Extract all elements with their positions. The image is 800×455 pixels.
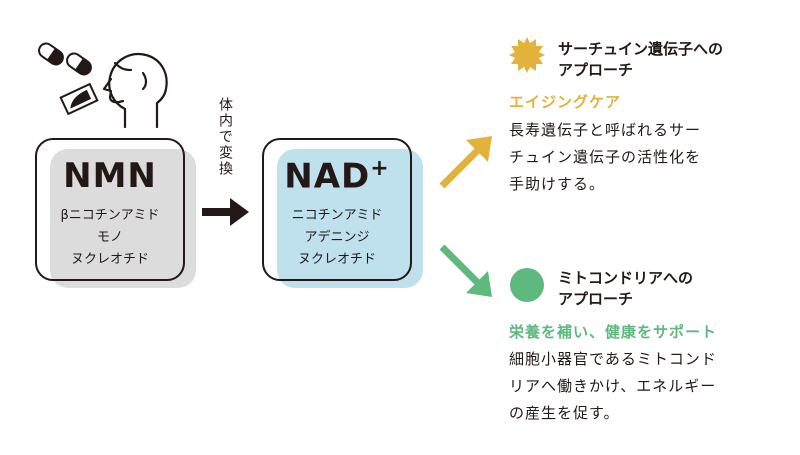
sirtuin-accent: エイジングケア <box>509 93 622 111</box>
sirtuin-heading-line-2: アプローチ <box>558 61 634 79</box>
nmn-line-1: βニコチンアミド <box>60 208 160 223</box>
gold-badge-icon <box>509 37 545 73</box>
sirtuin-desc-line-1: 長寿遺伝子と呼ばれるサー <box>509 121 702 139</box>
sirtuin-heading-line-1: サーチュイン遺伝子への <box>558 40 724 58</box>
nad-title: NAD+ <box>262 156 412 196</box>
sirtuin-heading: サーチュイン遺伝子への アプローチ <box>558 39 723 81</box>
sirtuin-desc-line-3: 手助けする。 <box>509 175 606 193</box>
nad-line-1: ニコチンアミド <box>291 208 383 223</box>
nad-line-3: ヌクレオチド <box>297 252 376 267</box>
right-arrow-icon <box>202 198 249 226</box>
nmn-fullname: βニコチンアミド モノ ヌクレオチド <box>35 205 185 271</box>
head-profile-icon <box>102 53 168 129</box>
pill-sachet-icon <box>59 82 99 116</box>
nad-box <box>262 138 412 281</box>
mito-heading-line-1: ミトコンドリアへの <box>558 269 694 287</box>
sirtuin-desc-line-2: チュイン遺伝子の活性化を <box>509 148 702 166</box>
mito-desc-line-1: 細胞小器官であるミトコンド <box>509 350 717 368</box>
nad-title-sup: + <box>370 156 390 181</box>
mito-heading: ミトコンドリアへの アプローチ <box>558 268 693 310</box>
mito-desc-line-3: の産生を促す。 <box>509 404 620 422</box>
nmn-box <box>35 138 185 281</box>
nad-fullname: ニコチンアミド アデニンジ ヌクレオチド <box>262 205 412 271</box>
nad-line-2: アデニンジ <box>304 230 370 245</box>
green-circle-icon <box>510 268 544 302</box>
mito-heading-line-2: アプローチ <box>558 290 634 308</box>
up-right-arrow-icon <box>439 136 492 189</box>
sirtuin-desc: 長寿遺伝子と呼ばれるサー チュイン遺伝子の活性化を 手助けする。 <box>509 117 701 198</box>
mito-desc-line-2: リアへ働きかけ、エネルギー <box>509 377 717 395</box>
mito-desc: 細胞小器官であるミトコンド リアへ働きかけ、エネルギー の産生を促す。 <box>509 346 717 427</box>
nad-title-main: NAD <box>284 156 371 197</box>
mito-accent: 栄養を補い、健康をサポート <box>509 323 718 341</box>
nmn-line-2: モノ <box>96 230 123 245</box>
pills-icon <box>38 42 92 76</box>
down-right-arrow-icon <box>439 244 492 297</box>
nmn-title: NMN <box>63 156 157 196</box>
nmn-line-3: ヌクレオチド <box>70 252 149 267</box>
conversion-label: 体内で変換 <box>217 97 233 177</box>
